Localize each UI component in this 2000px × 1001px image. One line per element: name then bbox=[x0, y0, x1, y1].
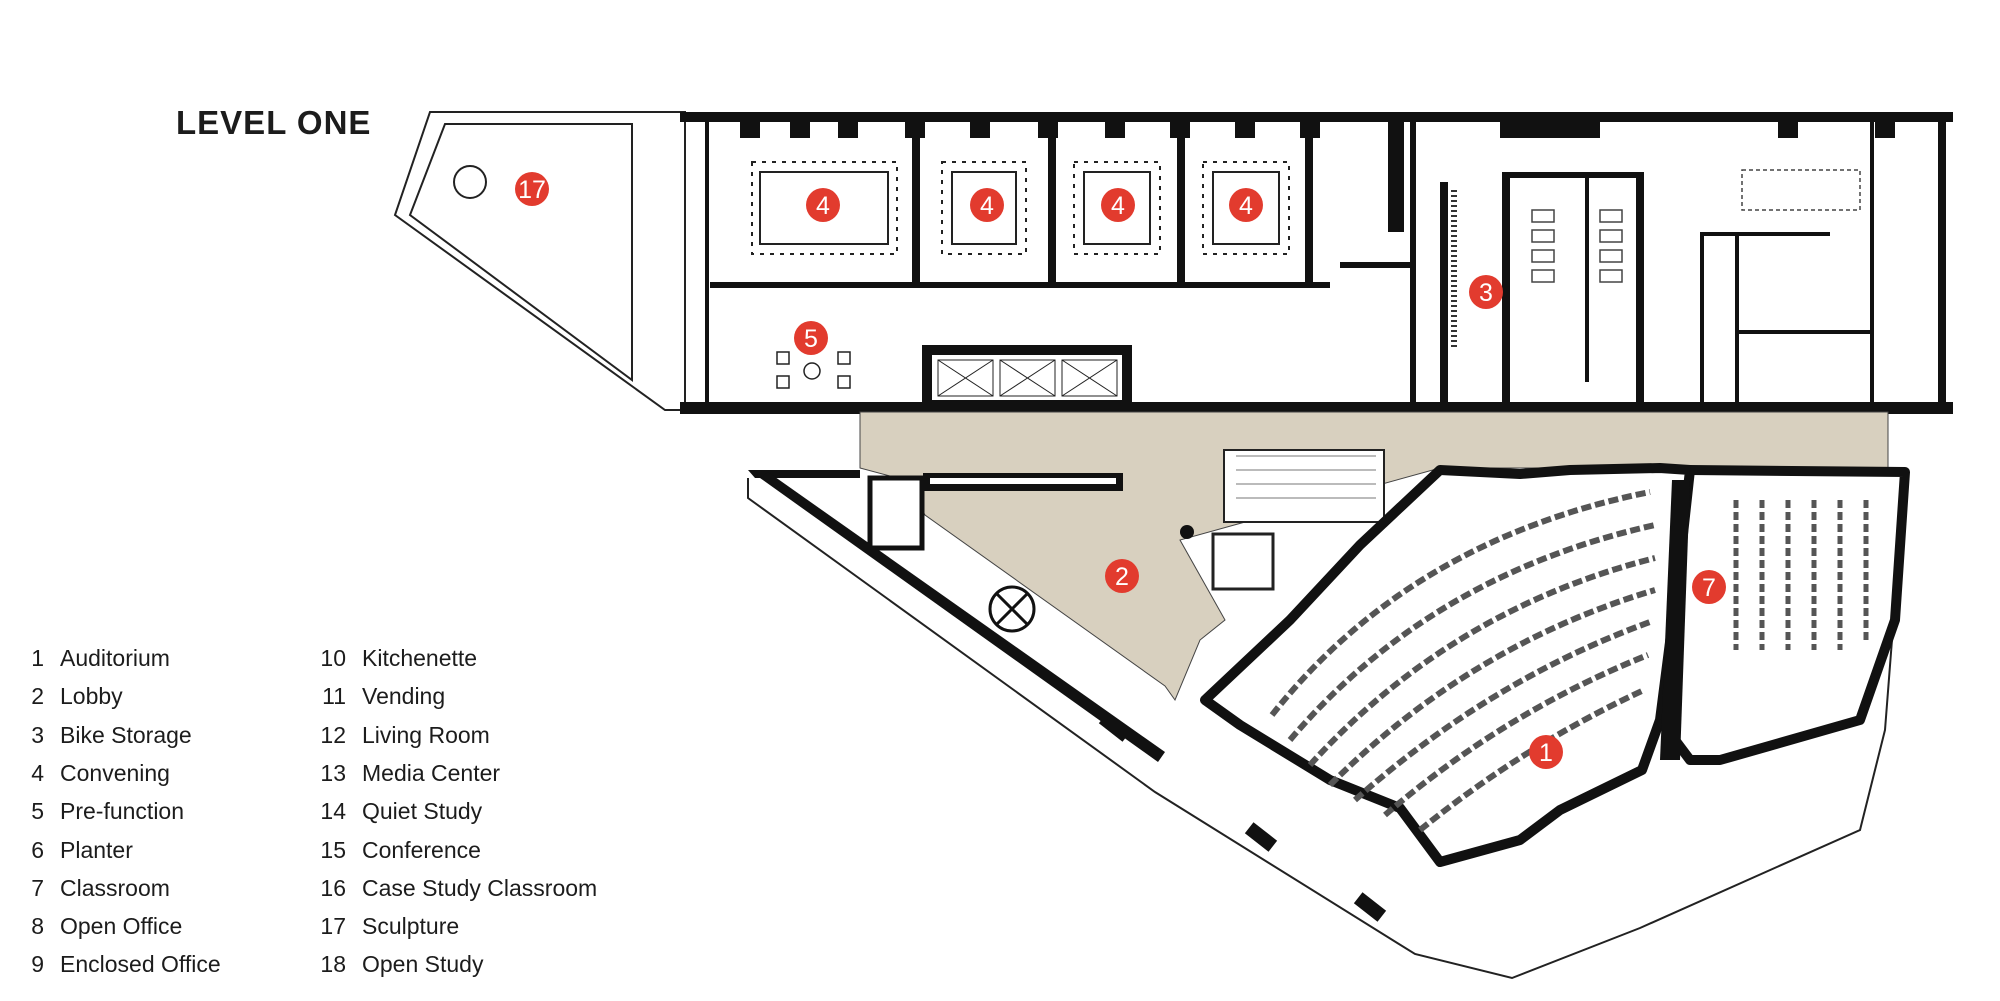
legend-number: 2 bbox=[31, 683, 44, 710]
room-marker-number: 4 bbox=[1111, 192, 1125, 220]
classroom-seating bbox=[1733, 500, 1869, 650]
room-marker-dot bbox=[970, 188, 1004, 222]
legend-number: 1 bbox=[31, 645, 44, 671]
legend-label: Case Study Classroom bbox=[362, 874, 598, 901]
room-marker: 17 bbox=[515, 172, 549, 206]
legend-number: 17 bbox=[320, 913, 346, 940]
legend-label: Lobby bbox=[60, 683, 123, 710]
legend-label: Media Center bbox=[362, 759, 501, 786]
legend-label: Enclosed Office bbox=[60, 951, 221, 978]
room-marker-number: 4 bbox=[980, 192, 994, 220]
legend-label: Sculpture bbox=[362, 913, 460, 940]
legend-label: Bike Storage bbox=[60, 721, 192, 748]
legend-number: 16 bbox=[320, 874, 346, 901]
room-marker-number: 1 bbox=[1539, 739, 1553, 767]
lobby-features bbox=[923, 449, 1385, 591]
room-marker: 2 bbox=[1105, 559, 1139, 593]
restroom-fixtures bbox=[1531, 169, 1861, 283]
room-marker-number: 3 bbox=[1479, 279, 1493, 307]
room-marker-dot bbox=[1105, 559, 1139, 593]
legend-label: Open Office bbox=[60, 913, 183, 940]
legend-label: Open Study bbox=[362, 951, 484, 978]
room-marker: 1 bbox=[1529, 735, 1563, 769]
room-marker-dot bbox=[1692, 570, 1726, 604]
room-marker-dot bbox=[1469, 275, 1503, 309]
room-marker: 3 bbox=[1469, 275, 1503, 309]
legend-number: 18 bbox=[320, 951, 346, 978]
south-envelope bbox=[747, 470, 1906, 980]
north-wing-walls bbox=[680, 112, 1953, 414]
room-marker: 5 bbox=[794, 321, 828, 355]
legend-label: Kitchenette bbox=[362, 645, 478, 671]
room-marker: 4 bbox=[806, 188, 840, 222]
room-marker: 4 bbox=[1101, 188, 1135, 222]
elevator-bank bbox=[922, 345, 1132, 407]
legend-number: 6 bbox=[31, 836, 44, 863]
room-marker-dot bbox=[1229, 188, 1263, 222]
auditorium-walls bbox=[1200, 463, 1910, 867]
legend-label: Classroom bbox=[60, 874, 170, 901]
legend-number: 10 bbox=[320, 645, 346, 671]
room-marker: 4 bbox=[1229, 188, 1263, 222]
room-marker: 4 bbox=[970, 188, 1004, 222]
legend-number: 12 bbox=[320, 721, 346, 748]
room-marker-dot bbox=[515, 172, 549, 206]
legend-label: Living Room bbox=[362, 721, 490, 748]
legend-label: Convening bbox=[60, 759, 170, 786]
legend-label: Conference bbox=[362, 836, 481, 863]
legend-label: Vending bbox=[362, 683, 446, 710]
legend-label: Pre-function bbox=[60, 798, 185, 825]
legend-number: 4 bbox=[31, 759, 44, 786]
room-marker-layer: 17 4 4 4 4 5 3 2 7 1 bbox=[515, 172, 1726, 769]
room-marker-dot bbox=[1101, 188, 1135, 222]
room-marker-number: 2 bbox=[1115, 563, 1129, 591]
legend-number: 11 bbox=[322, 683, 346, 710]
room-marker-number: 4 bbox=[816, 192, 830, 220]
legend-number: 13 bbox=[320, 759, 346, 786]
page-title: LEVEL ONE bbox=[176, 104, 372, 141]
room-marker-dot bbox=[1529, 735, 1563, 769]
room-marker-dot bbox=[806, 188, 840, 222]
legend-number: 7 bbox=[31, 874, 44, 901]
room-marker-dot bbox=[794, 321, 828, 355]
legend-number: 9 bbox=[31, 951, 44, 978]
legend-number: 8 bbox=[31, 913, 44, 940]
legend-label: Auditorium bbox=[60, 645, 170, 671]
room-marker-number: 7 bbox=[1702, 574, 1716, 602]
legend-number: 14 bbox=[320, 798, 346, 825]
room-marker-number: 5 bbox=[804, 325, 818, 353]
room-marker-number: 17 bbox=[518, 176, 546, 204]
legend-label: Quiet Study bbox=[362, 798, 483, 825]
legend-number: 5 bbox=[31, 798, 44, 825]
legend-number: 3 bbox=[31, 721, 44, 748]
sculpture-plaza bbox=[393, 111, 686, 411]
legend-label: Planter bbox=[60, 836, 133, 863]
legend-number: 15 bbox=[320, 836, 346, 863]
room-marker-number: 4 bbox=[1239, 192, 1253, 220]
room-marker: 7 bbox=[1692, 570, 1726, 604]
auditorium-seating bbox=[1269, 489, 1656, 833]
